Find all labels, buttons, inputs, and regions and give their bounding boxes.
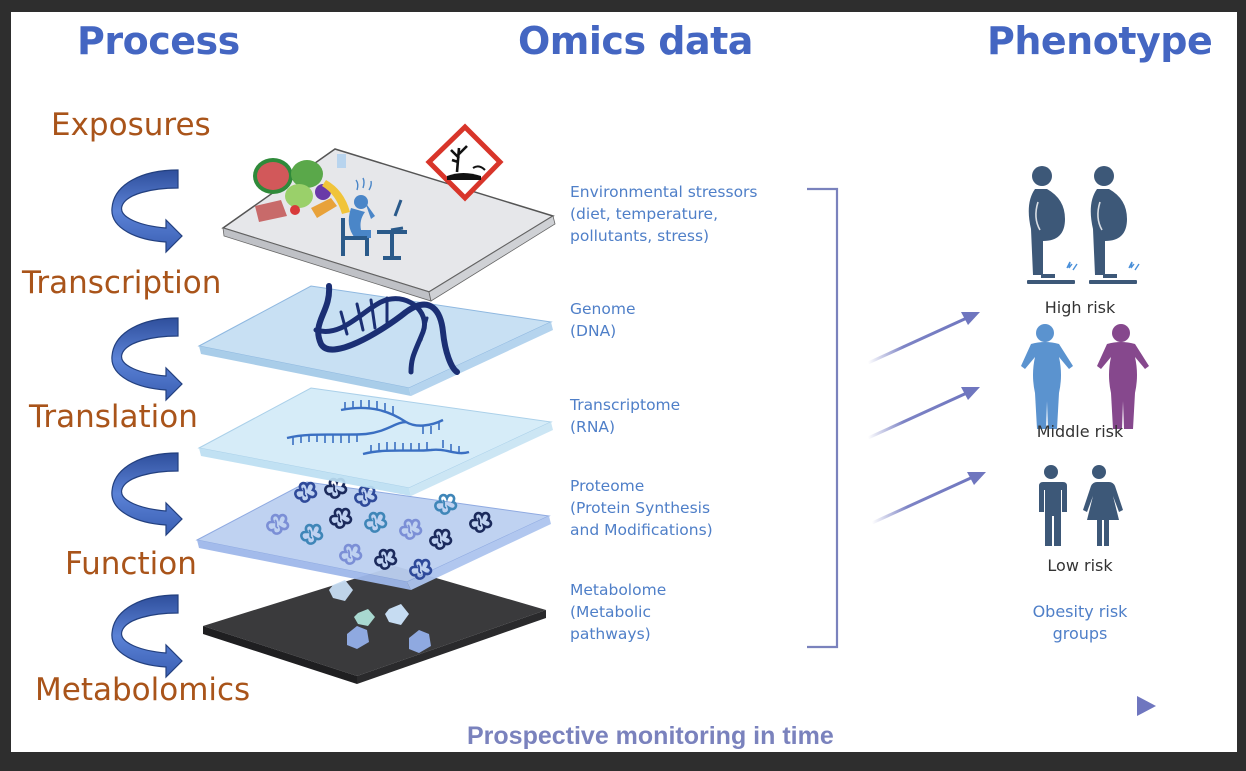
middle-risk-label: Middle risk xyxy=(1036,422,1124,441)
low-risk-label: Low risk xyxy=(1047,556,1113,575)
caption-line: groups xyxy=(1052,624,1108,643)
omics-label-line: pollutants, stress) xyxy=(570,227,710,245)
obese-man-on-scale-icon-1 xyxy=(1027,166,1078,284)
rna-icon xyxy=(286,400,470,456)
omics-label-line: Genome xyxy=(570,300,636,318)
omics-label-line: (DNA) xyxy=(570,322,617,340)
omics-bracket xyxy=(807,187,839,649)
omics-label-line: Metabolome xyxy=(570,581,667,599)
obesity-risk-groups-caption: Obesity risk groups xyxy=(1033,601,1128,645)
timeline-arrow xyxy=(283,696,1156,716)
diagram-panel: Process Omics data Phenotype Exposures T… xyxy=(11,12,1237,752)
high-risk-label: High risk xyxy=(1044,298,1116,317)
caption-line: Obesity risk xyxy=(1032,602,1128,621)
process-step-translation: Translation xyxy=(29,399,198,435)
process-step-metabolomics: Metabolomics xyxy=(35,672,251,708)
metabolome-plate xyxy=(203,566,546,684)
man-icon xyxy=(1039,465,1067,546)
process-step-transcription: Transcription xyxy=(22,265,222,301)
omics-label-metabolome: Metabolome (Metabolic pathways) xyxy=(570,579,666,645)
omics-label-line: Environmental stressors xyxy=(570,183,758,201)
proteome-plate xyxy=(195,481,551,590)
process-step-exposures: Exposures xyxy=(51,107,211,143)
arrow-to-low-risk xyxy=(871,472,986,525)
food-icon xyxy=(253,154,350,222)
dna-icon xyxy=(313,283,460,375)
transcriptome-plate xyxy=(197,387,553,496)
obese-man-on-scale-icon-2 xyxy=(1089,166,1140,284)
diagram-graphics xyxy=(111,123,1156,716)
curved-arrow-icon-4 xyxy=(111,594,183,678)
omics-label-line: (Metabolic xyxy=(570,603,651,621)
arrow-to-middle-risk xyxy=(867,387,980,440)
omics-label-line: (Protein Synthesis xyxy=(570,499,711,517)
omics-label-line: (RNA) xyxy=(570,418,616,436)
omics-label-environmental-stressors: Environmental stressors (diet, temperatu… xyxy=(570,181,758,247)
omics-label-line: and Modifications) xyxy=(570,521,713,539)
metabolite-icon xyxy=(329,580,431,653)
omics-label-line: Transcriptome xyxy=(570,396,681,414)
process-step-function: Function xyxy=(65,546,197,582)
curved-arrow-icon-2 xyxy=(111,317,183,401)
genome-plate xyxy=(197,285,553,396)
omics-label-line: Proteome xyxy=(570,477,645,495)
omics-label-line: (diet, temperature, xyxy=(570,205,719,223)
overweight-woman-icon xyxy=(1097,324,1149,429)
woman-icon xyxy=(1083,465,1123,546)
omics-label-line: pathways) xyxy=(570,625,651,643)
omics-label-proteome: Proteome (Protein Synthesis and Modifica… xyxy=(570,475,713,541)
phenotype-header: Phenotype xyxy=(987,19,1213,63)
process-header: Process xyxy=(77,19,240,63)
overweight-man-icon xyxy=(1021,324,1073,429)
environmental-hazard-icon xyxy=(425,123,504,202)
stressed-worker-icon xyxy=(341,177,407,260)
arrow-to-high-risk xyxy=(867,312,980,365)
curved-arrow-icon-1 xyxy=(111,169,183,253)
omics-data-header: Omics data xyxy=(518,19,753,63)
curved-arrow-icon-3 xyxy=(111,452,183,536)
timeline-label: Prospective monitoring in time xyxy=(467,722,834,750)
omics-label-transcriptome: Transcriptome (RNA) xyxy=(570,394,680,438)
omics-label-genome: Genome (DNA) xyxy=(570,298,636,342)
